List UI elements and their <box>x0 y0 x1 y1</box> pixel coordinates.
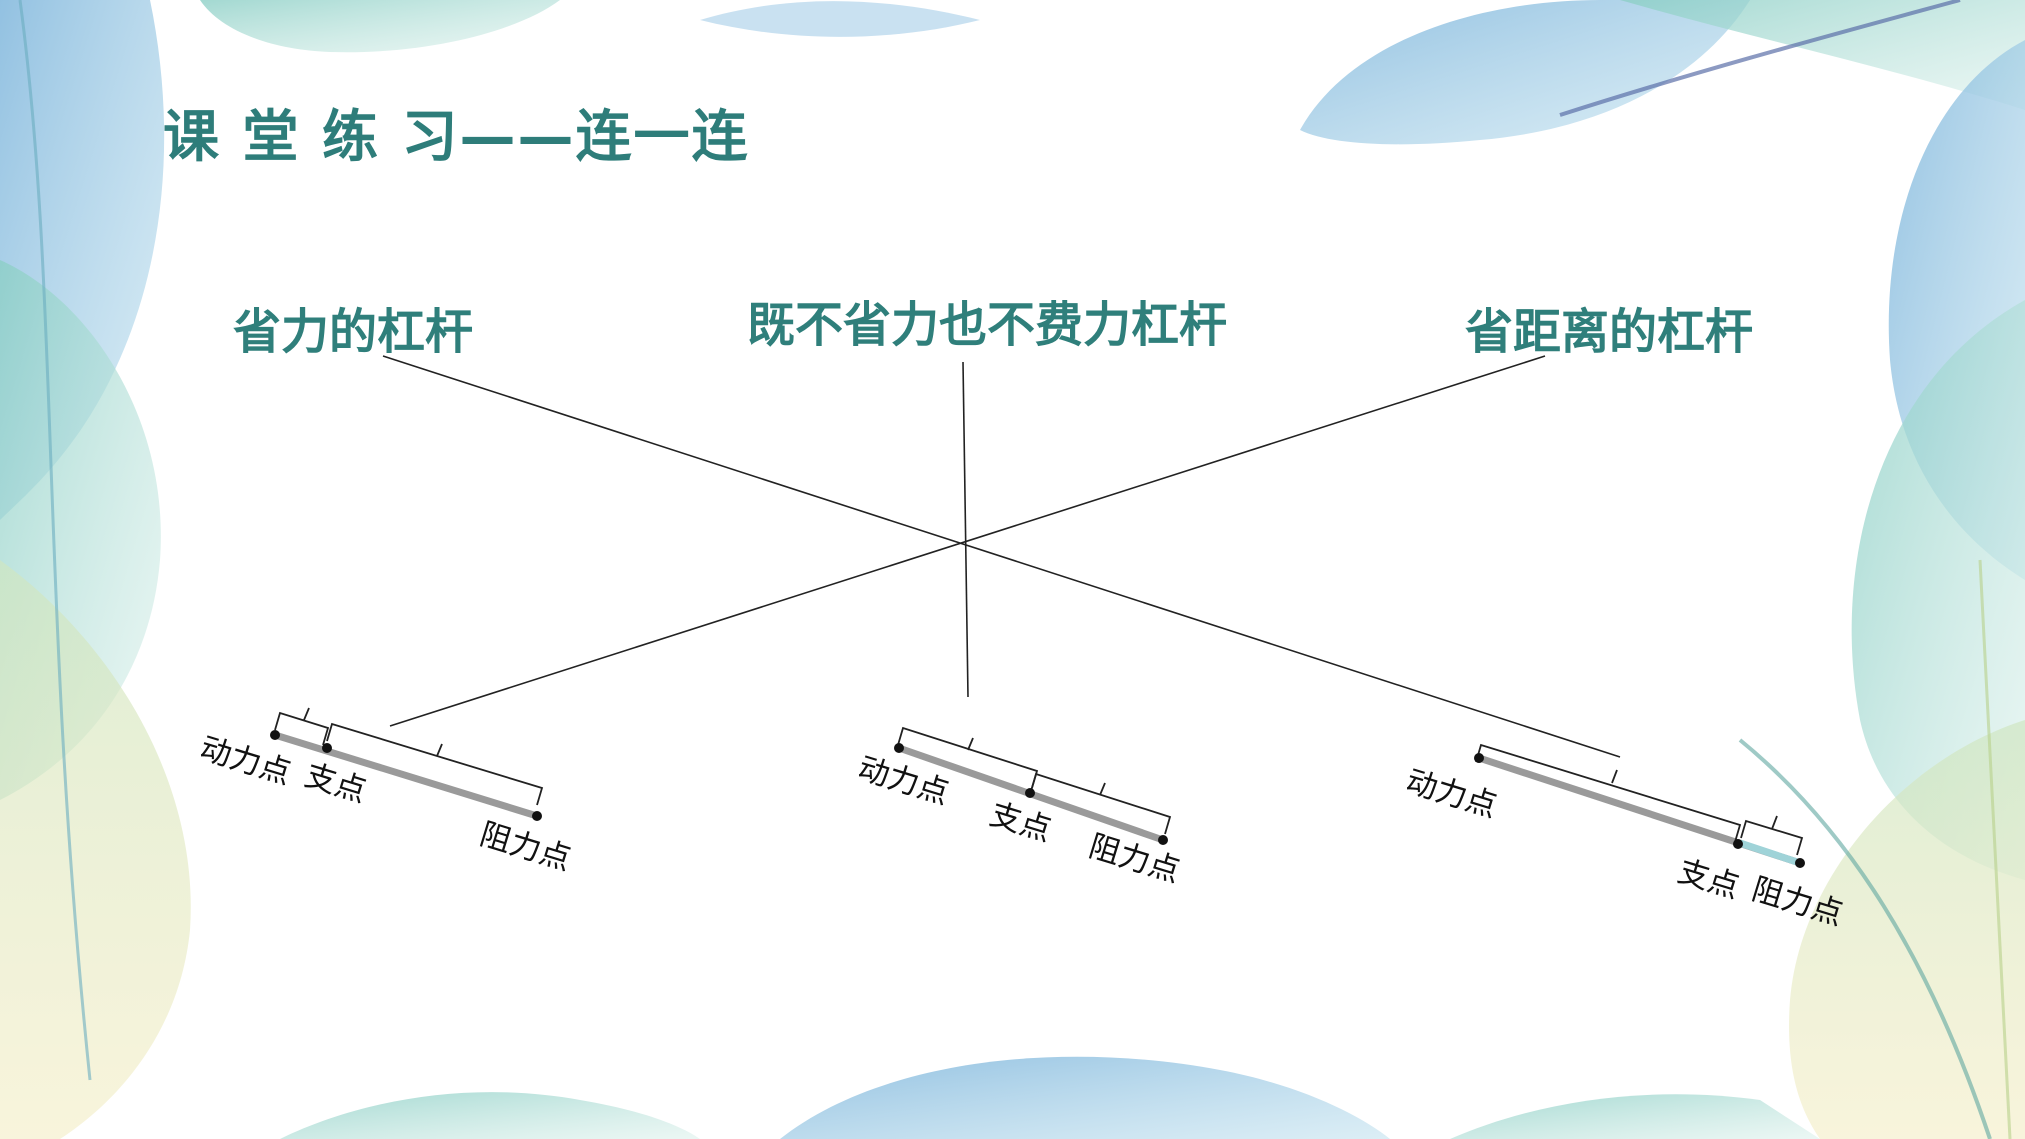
leaf-top-right-2 <box>1620 0 2025 110</box>
load-point <box>532 811 542 821</box>
load-arm-brace <box>1740 815 1804 856</box>
fulcrum-label: 支点 <box>1674 853 1744 906</box>
effort-label: 动力点 <box>1402 763 1501 825</box>
fulcrum-point <box>1025 788 1035 798</box>
leaf-top-center <box>700 1 980 37</box>
leaf-right-bottom <box>1789 720 2025 1139</box>
fulcrum-point <box>322 743 332 753</box>
effort-arm-brace <box>274 707 330 746</box>
lever-diagram-2[interactable]: 动力点 支点 阻力点 <box>854 726 1184 890</box>
fulcrum-point <box>1733 839 1743 849</box>
load-arm-brace <box>326 722 544 806</box>
leaf-bottom-center <box>780 1056 1390 1139</box>
fulcrum-label: 支点 <box>301 757 371 810</box>
load-point <box>1795 858 1805 868</box>
leaf-bottom-left <box>280 1092 700 1139</box>
load-point <box>1158 835 1168 845</box>
leaf-top-right-1 <box>1300 0 1750 145</box>
category-label-neutral: 既不省力也不费力杠杆 <box>747 297 1228 353</box>
category-label-force-saving: 省力的杠杆 <box>233 304 474 360</box>
leaf-left-bottom <box>0 560 191 1139</box>
leaf-bottom-right <box>1450 1094 1820 1139</box>
leaf-top-left <box>200 0 560 53</box>
effort-point <box>1474 753 1484 763</box>
category-label-distance-saving: 省距离的杠杆 <box>1465 304 1754 360</box>
effort-point <box>894 743 904 753</box>
effort-point <box>270 730 280 740</box>
fulcrum-label: 支点 <box>986 796 1056 849</box>
connector-line-1[interactable] <box>382 355 1621 758</box>
load-arm-brace <box>1030 772 1172 835</box>
load-label: 阻力点 <box>1085 828 1184 890</box>
lever-diagram-1[interactable]: 动力点 支点 阻力点 <box>196 707 575 878</box>
load-label: 阻力点 <box>1748 871 1847 933</box>
lever-bar <box>273 731 539 820</box>
load-label: 阻力点 <box>476 816 575 878</box>
lever-bar-tip <box>1738 839 1802 867</box>
connector-line-2[interactable] <box>962 361 969 698</box>
leaf-right-middle <box>1851 300 2025 880</box>
slide-title: 课 堂 练 习——连一连 <box>163 105 750 170</box>
connector-line-3[interactable] <box>389 355 1546 727</box>
lever-diagram-3[interactable]: 动力点 支点 阻力点 <box>1402 743 1847 933</box>
